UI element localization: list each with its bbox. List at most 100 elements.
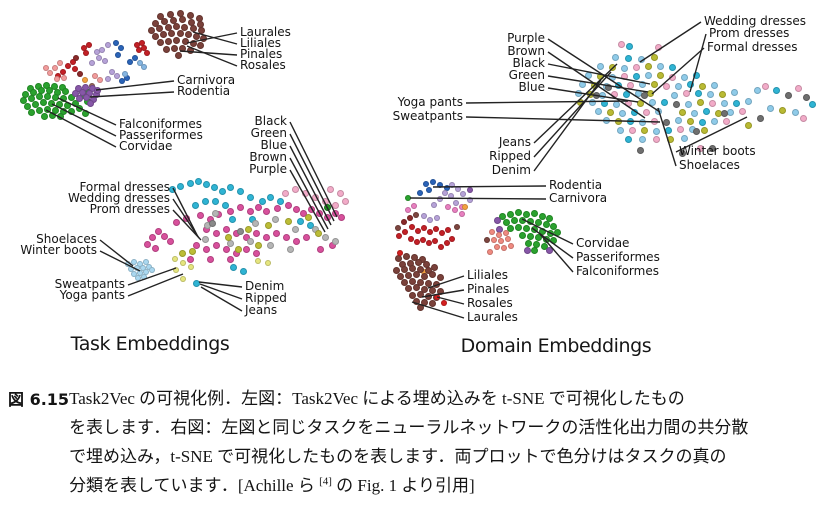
task-purple-dot [89, 95, 97, 103]
task-magenta-dot [192, 241, 200, 249]
domain-laurales-brown-dot [394, 254, 402, 262]
leader-line [89, 91, 175, 98]
domain-green-dot [522, 210, 530, 218]
task-gray-dot [246, 237, 254, 245]
task-pink-salmon-dot [52, 65, 58, 71]
task-magenta-dot [222, 225, 230, 233]
domain-red-dot [408, 223, 416, 231]
task-cyan-dot [192, 279, 200, 287]
domain-laurales-brown-dot [428, 270, 436, 278]
domain-green-dot [502, 218, 510, 226]
task-magenta-dot [299, 209, 307, 217]
domain-red-small-dot [397, 250, 403, 256]
domain-pink-dot [654, 43, 662, 51]
domain-cyan-dot [702, 107, 710, 115]
task-laurales-brown-dot [189, 24, 197, 32]
leader-line [533, 63, 618, 144]
task-laurales-brown-dot [151, 32, 159, 40]
task-lightblue-small-dot [141, 64, 147, 70]
task-paleyellow-dot [254, 257, 262, 265]
task-green-dot [71, 99, 79, 107]
domain-laurales-brown-dot [430, 263, 438, 271]
cluster-label-passeriformes: Passeriformes [119, 128, 203, 142]
task-gray-dot [271, 215, 279, 223]
domain-pinkdot-dot [410, 202, 418, 210]
cluster-label-prom-dresses: Prom dresses [89, 202, 170, 216]
domain-cyan-dot [668, 63, 676, 71]
task-magenta-dot [196, 211, 204, 219]
cluster-label-rosales: Rosales [240, 58, 286, 72]
domain-red-dot [426, 228, 434, 236]
domain-green-dot [534, 218, 542, 226]
task-olive-dot [188, 247, 196, 255]
leader-line [533, 79, 602, 172]
task-laurales-brown-dot [178, 44, 186, 52]
domain-pink-dot [624, 99, 632, 107]
task-cyan-dot [176, 182, 184, 190]
domain-pinkdot-dot [444, 203, 452, 211]
task-paleyellow-dot [171, 255, 179, 263]
task-magenta-dot [302, 233, 310, 241]
domain-green-dot [506, 210, 514, 218]
task-green-dot [50, 82, 58, 90]
domain-green-dot [522, 224, 530, 232]
task-paleblue-dot [131, 259, 137, 265]
right-plot-title: Domain Embeddings [460, 335, 652, 357]
task-gray-dot [286, 245, 294, 253]
task-laurales-brown-dot [199, 34, 207, 42]
domain-darkgray-dot [784, 91, 792, 99]
leader-line [200, 286, 243, 312]
domain-lightblue-dot [674, 116, 682, 124]
task-gray-dot [266, 241, 274, 249]
domain-cyan-dot [625, 42, 633, 50]
domain-olive-dot [778, 106, 786, 114]
domain-red-dot [407, 235, 415, 243]
task-red-dot [72, 66, 78, 72]
task-cyan-dot [201, 197, 209, 205]
domain-green-dot [549, 236, 557, 244]
cluster-label-corvidae: Corvidae [576, 236, 630, 250]
task-green-dot [42, 81, 50, 89]
cluster-label-laurales: Laurales [467, 310, 518, 324]
domain-pink-dot [708, 99, 716, 107]
task-red-dot [144, 50, 150, 56]
task-laurales-brown-dot [184, 30, 192, 38]
caption-line-1: Task2Vec の可視化例．左図：Task2Vec による埋め込みを t-SN… [69, 389, 685, 408]
task-green-dot [27, 108, 35, 116]
task-magenta-dot [272, 229, 280, 237]
task-laurales-brown-dot [147, 26, 155, 34]
domain-pink-dot [620, 72, 628, 80]
cluster-label-pinales: Pinales [467, 282, 510, 296]
domain-lightblue-dot [578, 80, 586, 88]
domain-darkgray-dot [720, 109, 728, 117]
domain-cyan-dot [698, 118, 706, 126]
cluster-label-carnivora: Carnivora [177, 73, 236, 87]
domain-salmon-dot [502, 229, 510, 237]
cluster-label-passeriformes: Passeriformes [576, 250, 660, 264]
task-laurales-brown-dot [166, 10, 174, 18]
domain-blue-dot [429, 178, 437, 186]
task-magenta-dot [206, 215, 214, 223]
task-magenta-dot [282, 233, 290, 241]
leader-line [409, 197, 547, 200]
task-olive-dot [284, 217, 292, 225]
task-cyan-dot [239, 267, 247, 275]
cluster-label-shoelaces: Shoelaces [679, 158, 740, 172]
domain-laurales-brown-dot [428, 299, 436, 307]
domain-lightblue-dot [766, 104, 774, 112]
task-magenta-dot [252, 229, 260, 237]
task-purple-dot [81, 83, 89, 91]
task-red-dot [139, 40, 145, 46]
domain-laurales-brown-dot [398, 260, 406, 268]
domain-lightblue-dot [720, 99, 728, 107]
domain-laurales-brown-dot [406, 259, 414, 267]
citation-superscript: [4] [319, 475, 332, 488]
task-paleblue-dot [137, 270, 143, 276]
domain-laurales-brown-dot [404, 271, 412, 279]
leader-line [689, 33, 707, 93]
task-laurales-brown-dot [159, 30, 167, 38]
left-plot-title: Task Embeddings [70, 333, 230, 355]
task-blue-dot [112, 39, 120, 47]
task-laurales-brown-dot [172, 36, 180, 44]
cluster-label-jeans: Jeans [498, 135, 531, 149]
